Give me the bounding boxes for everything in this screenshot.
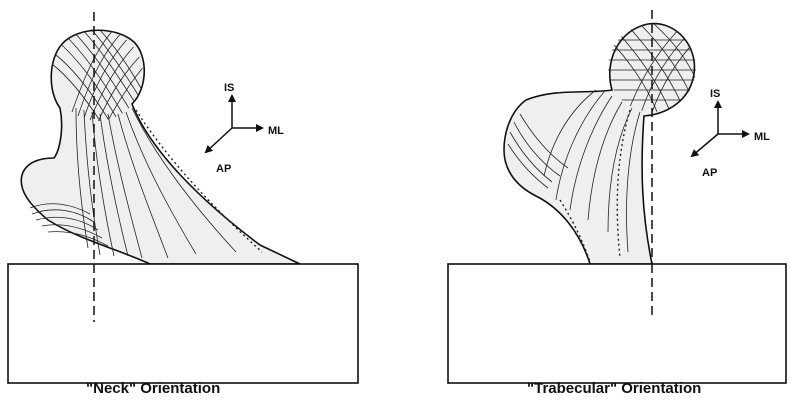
ap-axis-arrow xyxy=(206,128,232,152)
neck-orientation-caption: "Neck" Orientation xyxy=(86,380,220,397)
ml-axis-label: ML xyxy=(268,125,284,137)
trabecular-orientation-panel: IS ML AP xyxy=(448,10,786,383)
femur-neck-orientation xyxy=(21,30,300,264)
potting-block-left xyxy=(8,264,358,383)
trabecular-orientation-caption: "Trabecular" Orientation xyxy=(527,380,701,397)
potting-block-right xyxy=(448,264,786,383)
ap-axis-arrow-right xyxy=(692,134,718,156)
is-axis-label: IS xyxy=(224,82,234,94)
ap-axis-label: AP xyxy=(216,163,231,175)
axes-triad-left xyxy=(206,96,262,152)
is-axis-label-right: IS xyxy=(710,88,720,100)
neck-orientation-panel: IS ML AP xyxy=(8,12,358,383)
ml-axis-label-right: ML xyxy=(754,131,770,143)
ap-axis-label-right: AP xyxy=(702,167,717,179)
axes-triad-right xyxy=(692,102,748,156)
